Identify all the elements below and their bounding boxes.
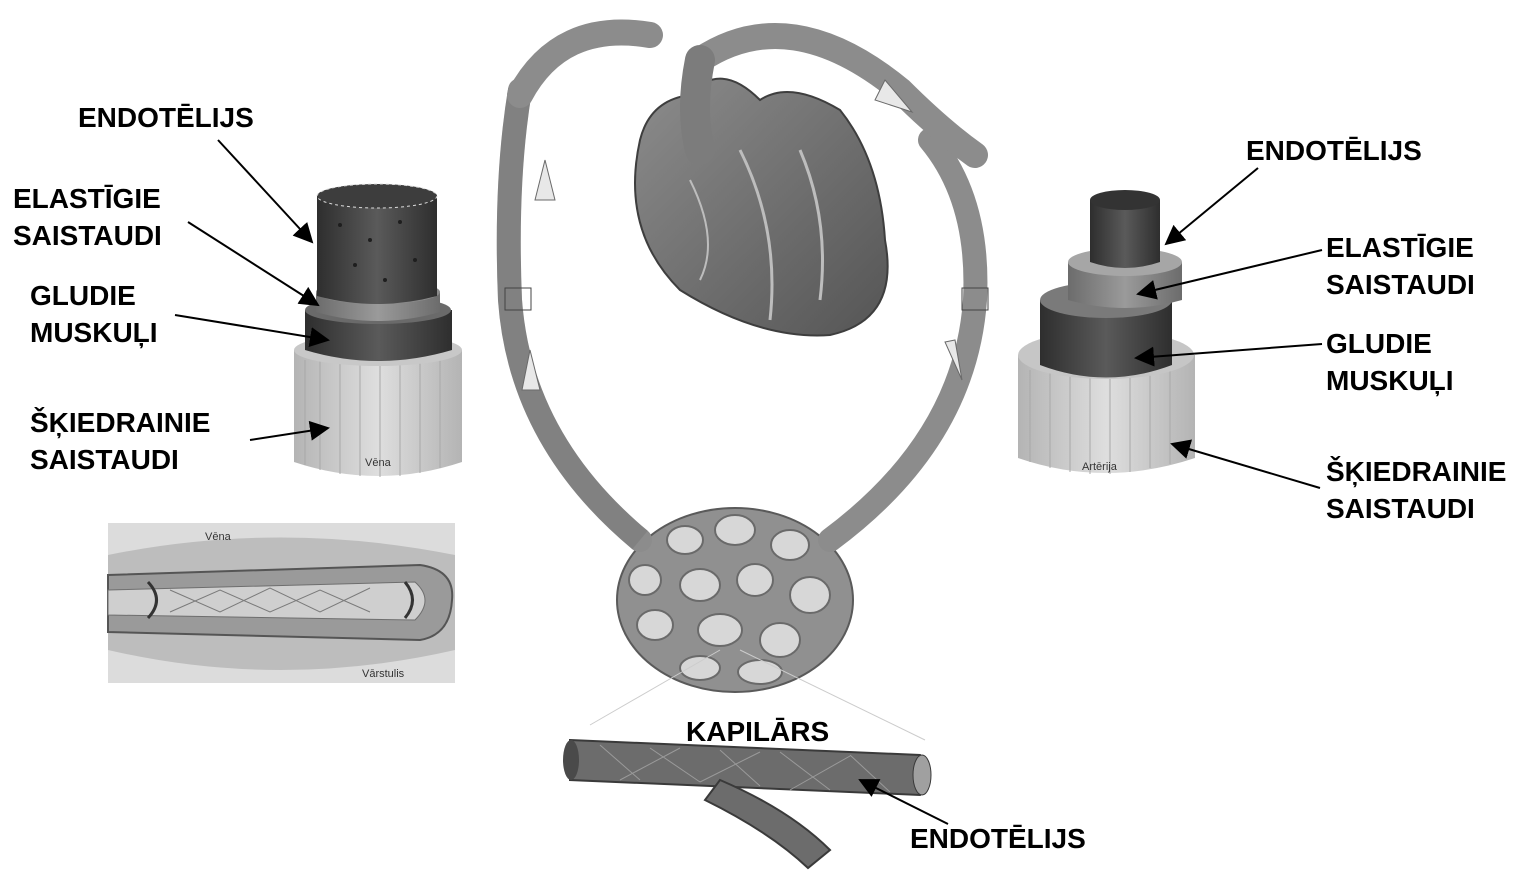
artery-endothelium-label: ENDOTĒLIJS bbox=[1246, 132, 1422, 169]
vein-elastic-label-line2: SAISTAUDI bbox=[13, 217, 162, 254]
circulation-loop bbox=[505, 33, 988, 693]
artery-fibrous-label-line2: SAISTAUDI bbox=[1326, 490, 1506, 527]
arrow-vein-elastic bbox=[188, 222, 318, 305]
valve-inset: Vēna Vārstulis bbox=[108, 523, 455, 683]
vein-endothelium-layer bbox=[317, 196, 437, 304]
artery-elastic-label: ELASTĪGIE SAISTAUDI bbox=[1326, 229, 1475, 303]
vein-fibrous-label: ŠĶIEDRAINIE SAISTAUDI bbox=[30, 404, 210, 478]
capillary-endothelium-label: ENDOTĒLIJS bbox=[910, 820, 1086, 857]
vein-smooth-muscle-label-line1: GLUDIE bbox=[30, 277, 158, 314]
arrow-artery-fibrous bbox=[1172, 444, 1320, 488]
vein-endothelium-label: ENDOTĒLIJS bbox=[78, 99, 254, 136]
vein-cross-section: Vēna bbox=[294, 184, 462, 477]
arrow-vein-endothelium bbox=[218, 140, 312, 242]
artery-fibrous-label: ŠĶIEDRAINIE SAISTAUDI bbox=[1326, 453, 1506, 527]
artery-cross-section: Artērija bbox=[1018, 190, 1195, 474]
vein-fibrous-label-line2: SAISTAUDI bbox=[30, 441, 210, 478]
arrow-artery-endothelium bbox=[1166, 168, 1258, 244]
artery-elastic-label-line1: ELASTĪGIE bbox=[1326, 229, 1475, 266]
artery-smooth-muscle-label-line1: GLUDIE bbox=[1326, 325, 1454, 362]
artery-fibrous-label-line1: ŠĶIEDRAINIE bbox=[1326, 453, 1506, 490]
artery-endothelium-layer bbox=[1090, 200, 1160, 268]
vein-smooth-muscle-label-line2: MUSKUĻI bbox=[30, 314, 158, 351]
vein-elastic-label-line1: ELASTĪGIE bbox=[13, 180, 162, 217]
valve-inset-vein-label: Vēna bbox=[205, 531, 232, 543]
vein-image-caption: Vēna bbox=[365, 457, 392, 469]
artery-elastic-label-line2: SAISTAUDI bbox=[1326, 266, 1475, 303]
vein-fibrous-label-line1: ŠĶIEDRAINIE bbox=[30, 404, 210, 441]
artery-smooth-muscle-label-line2: MUSKUĻI bbox=[1326, 362, 1454, 399]
valve-inset-valve-label: Vārstulis bbox=[362, 668, 405, 680]
vein-smooth-muscle-label: GLUDIE MUSKUĻI bbox=[30, 277, 158, 351]
artery-image-caption: Artērija bbox=[1082, 461, 1118, 473]
artery-smooth-muscle-label: GLUDIE MUSKUĻI bbox=[1326, 325, 1454, 399]
capillary-title: KAPILĀRS bbox=[686, 713, 829, 750]
vein-elastic-label: ELASTĪGIE SAISTAUDI bbox=[13, 180, 162, 254]
